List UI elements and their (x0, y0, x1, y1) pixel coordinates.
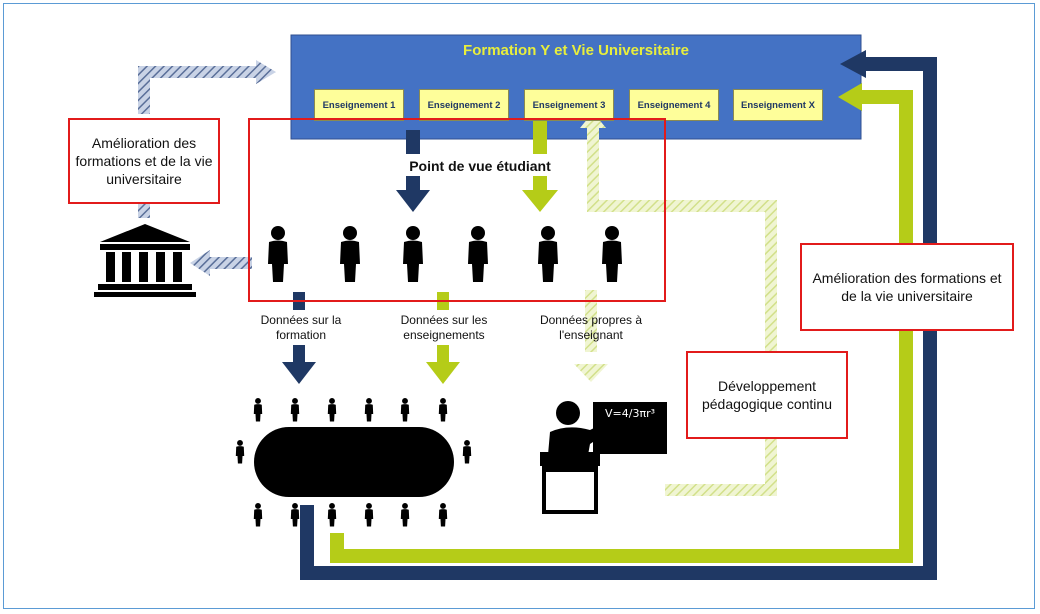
meeting-participant-icon (462, 440, 472, 464)
meeting-table (254, 427, 454, 497)
meeting-participant-icon (364, 503, 374, 527)
students-group (268, 226, 622, 282)
meeting-participant-icon (290, 398, 300, 422)
meeting-participant-icon (327, 398, 337, 422)
formation-box (290, 34, 862, 140)
course-box-4: Enseignement 4 (629, 89, 719, 121)
navy-feedback-loop (282, 50, 937, 580)
student-icon (602, 226, 622, 282)
meeting-participant-icon (327, 503, 337, 527)
data-courses-label: Données sur les enseignements (400, 313, 488, 342)
student-viewpoint-title: Point de vue étudiant (409, 158, 551, 174)
arrow-to-university (190, 250, 252, 276)
university-building-icon (94, 224, 196, 297)
improvement-box-right: Amélioration des formations et de la vie… (800, 243, 1014, 331)
course-box-2: Enseignement 2 (419, 89, 509, 121)
course-box-x: Enseignement X (733, 89, 823, 121)
student-icon (468, 226, 488, 282)
student-icon (340, 226, 360, 282)
meeting-participant-icon (400, 503, 410, 527)
meeting-participant-icon (364, 398, 374, 422)
data-formation-label: Données sur la formation (260, 313, 342, 342)
meeting-participant-icon (290, 503, 300, 527)
meeting-participant-icon (253, 503, 263, 527)
data-teacher-label: Données propres à l'enseignant (539, 313, 643, 342)
feedback-arrow-left (138, 60, 276, 218)
meeting-participant-icon (235, 440, 245, 464)
frame-border (3, 3, 1035, 609)
pedagogical-development-box: Développement pédagogique continu (686, 351, 848, 439)
course-box-3: Enseignement 3 (524, 89, 614, 121)
meeting-participant-icon (438, 503, 448, 527)
teacher-chalkboard-icon (540, 401, 667, 514)
student-icon (268, 226, 288, 282)
student-icon (403, 226, 423, 282)
meeting-participant-icon (253, 398, 263, 422)
improvement-box-left: Amélioration des formations et de la vie… (68, 118, 220, 204)
formation-title: Formation Y et Vie Universitaire (463, 42, 689, 59)
student-viewpoint-frame (248, 118, 666, 302)
meeting-table-icon (235, 398, 472, 527)
chalkboard-formula: V=4/3πr³ (605, 407, 655, 420)
student-icon (538, 226, 558, 282)
meeting-participant-icon (400, 398, 410, 422)
meeting-participant-icon (438, 398, 448, 422)
course-box-1: Enseignement 1 (314, 89, 404, 121)
